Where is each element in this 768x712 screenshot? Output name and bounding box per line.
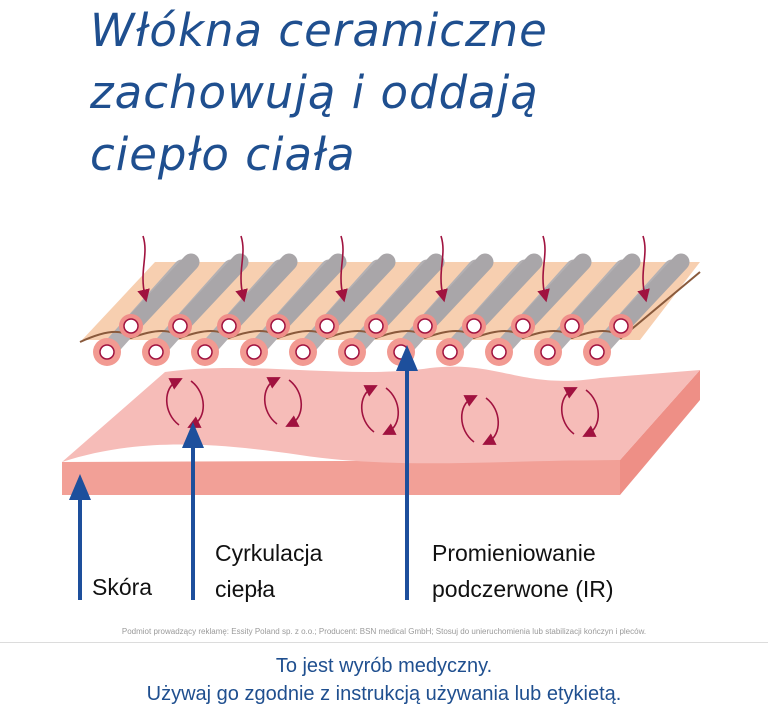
- incoming-heat-arrow: [637, 235, 650, 303]
- heat-arrows: [137, 235, 650, 445]
- label-line: Promieniowanie: [432, 540, 596, 566]
- skin-top: [62, 366, 700, 464]
- incoming-heat-arrow: [435, 235, 448, 303]
- fiber-cylinder: [122, 253, 200, 335]
- fiber-core: [613, 318, 629, 334]
- fiber-core: [270, 318, 286, 334]
- circulation-arrow: [482, 397, 500, 445]
- incoming-heat-arrow: [235, 235, 248, 303]
- fiber-core: [491, 344, 507, 360]
- fiber-cylinder: [318, 253, 396, 335]
- fine-print: Podmiot prowadzący reklamę: Essity Polan…: [121, 627, 647, 636]
- fiber-core: [221, 318, 237, 334]
- blue-arrow-head-icon: [182, 422, 204, 448]
- fiber-cylinder: [416, 253, 494, 335]
- skin-right-side: [620, 370, 700, 495]
- title-line: zachowują i oddają: [90, 66, 539, 119]
- circulation-arrow: [560, 387, 578, 435]
- fiber-cylinder: [269, 253, 347, 335]
- circulation-arrow: [165, 378, 183, 426]
- circulation-arrow: [187, 380, 205, 428]
- footer-line: Używaj go zgodnie z instrukcją używania …: [146, 683, 622, 705]
- blue-arrows: [69, 345, 418, 600]
- circulation-arrow: [582, 389, 600, 437]
- fiber-cylinder: [563, 253, 641, 335]
- fiber-core: [515, 318, 531, 334]
- skin-layer: [62, 366, 700, 495]
- circulation-arrow: [382, 387, 400, 435]
- fiber-core: [99, 344, 115, 360]
- circulation-arrow: [460, 395, 478, 443]
- circulation-arrow: [263, 377, 281, 425]
- fiber-cylinder: [465, 253, 543, 335]
- fiber-core: [466, 318, 482, 334]
- footer: To jest wyrób medyczny. Używaj go zgodni…: [0, 652, 768, 708]
- fiber-cylinder: [367, 253, 445, 335]
- divider: [0, 642, 768, 643]
- fiber-core: [319, 318, 335, 334]
- footer-line: To jest wyrób medyczny.: [275, 655, 493, 677]
- fiber-core: [246, 344, 262, 360]
- title-line: Włókna ceramiczne: [90, 4, 548, 57]
- fiber-cylinder: [514, 253, 592, 335]
- label-skin: Skóra: [92, 574, 153, 600]
- incoming-heat-arrow: [137, 235, 150, 303]
- page-title: Włókna ceramiczne zachowują i oddają cie…: [90, 0, 548, 186]
- label-circulation: Cyrkulacja ciepła: [215, 535, 322, 607]
- blue-arrow-head-icon: [396, 345, 418, 371]
- fiber-core: [417, 318, 433, 334]
- fiber-cylinder: [220, 253, 298, 335]
- circulation-arrow: [360, 385, 378, 433]
- label-line: ciepła: [215, 576, 276, 602]
- fiber-core: [123, 318, 139, 334]
- fiber-core: [564, 318, 580, 334]
- fiber-core: [344, 344, 360, 360]
- incoming-heat-arrow: [537, 235, 550, 303]
- fiber-core: [197, 344, 213, 360]
- title-line: ciepło ciała: [90, 128, 356, 181]
- fiber-cylinder: [171, 253, 249, 335]
- fiber-core: [172, 318, 188, 334]
- circulation-arrow: [285, 379, 303, 427]
- fiber-core: [368, 318, 384, 334]
- incoming-heat-arrow: [335, 235, 348, 303]
- label-line: Cyrkulacja: [215, 540, 323, 566]
- fiber-cylinder: [612, 253, 690, 335]
- label-line: podczerwone (IR): [432, 576, 614, 602]
- fiber-core: [442, 344, 458, 360]
- blue-arrow-head-icon: [69, 474, 91, 500]
- fiber-core: [295, 344, 311, 360]
- skin-front: [62, 460, 620, 495]
- fiber-layer: [79, 253, 701, 366]
- fiber-core: [589, 344, 605, 360]
- fiber-core: [540, 344, 556, 360]
- label-ir: Promieniowanie podczerwone (IR): [432, 535, 614, 607]
- fiber-core: [148, 344, 164, 360]
